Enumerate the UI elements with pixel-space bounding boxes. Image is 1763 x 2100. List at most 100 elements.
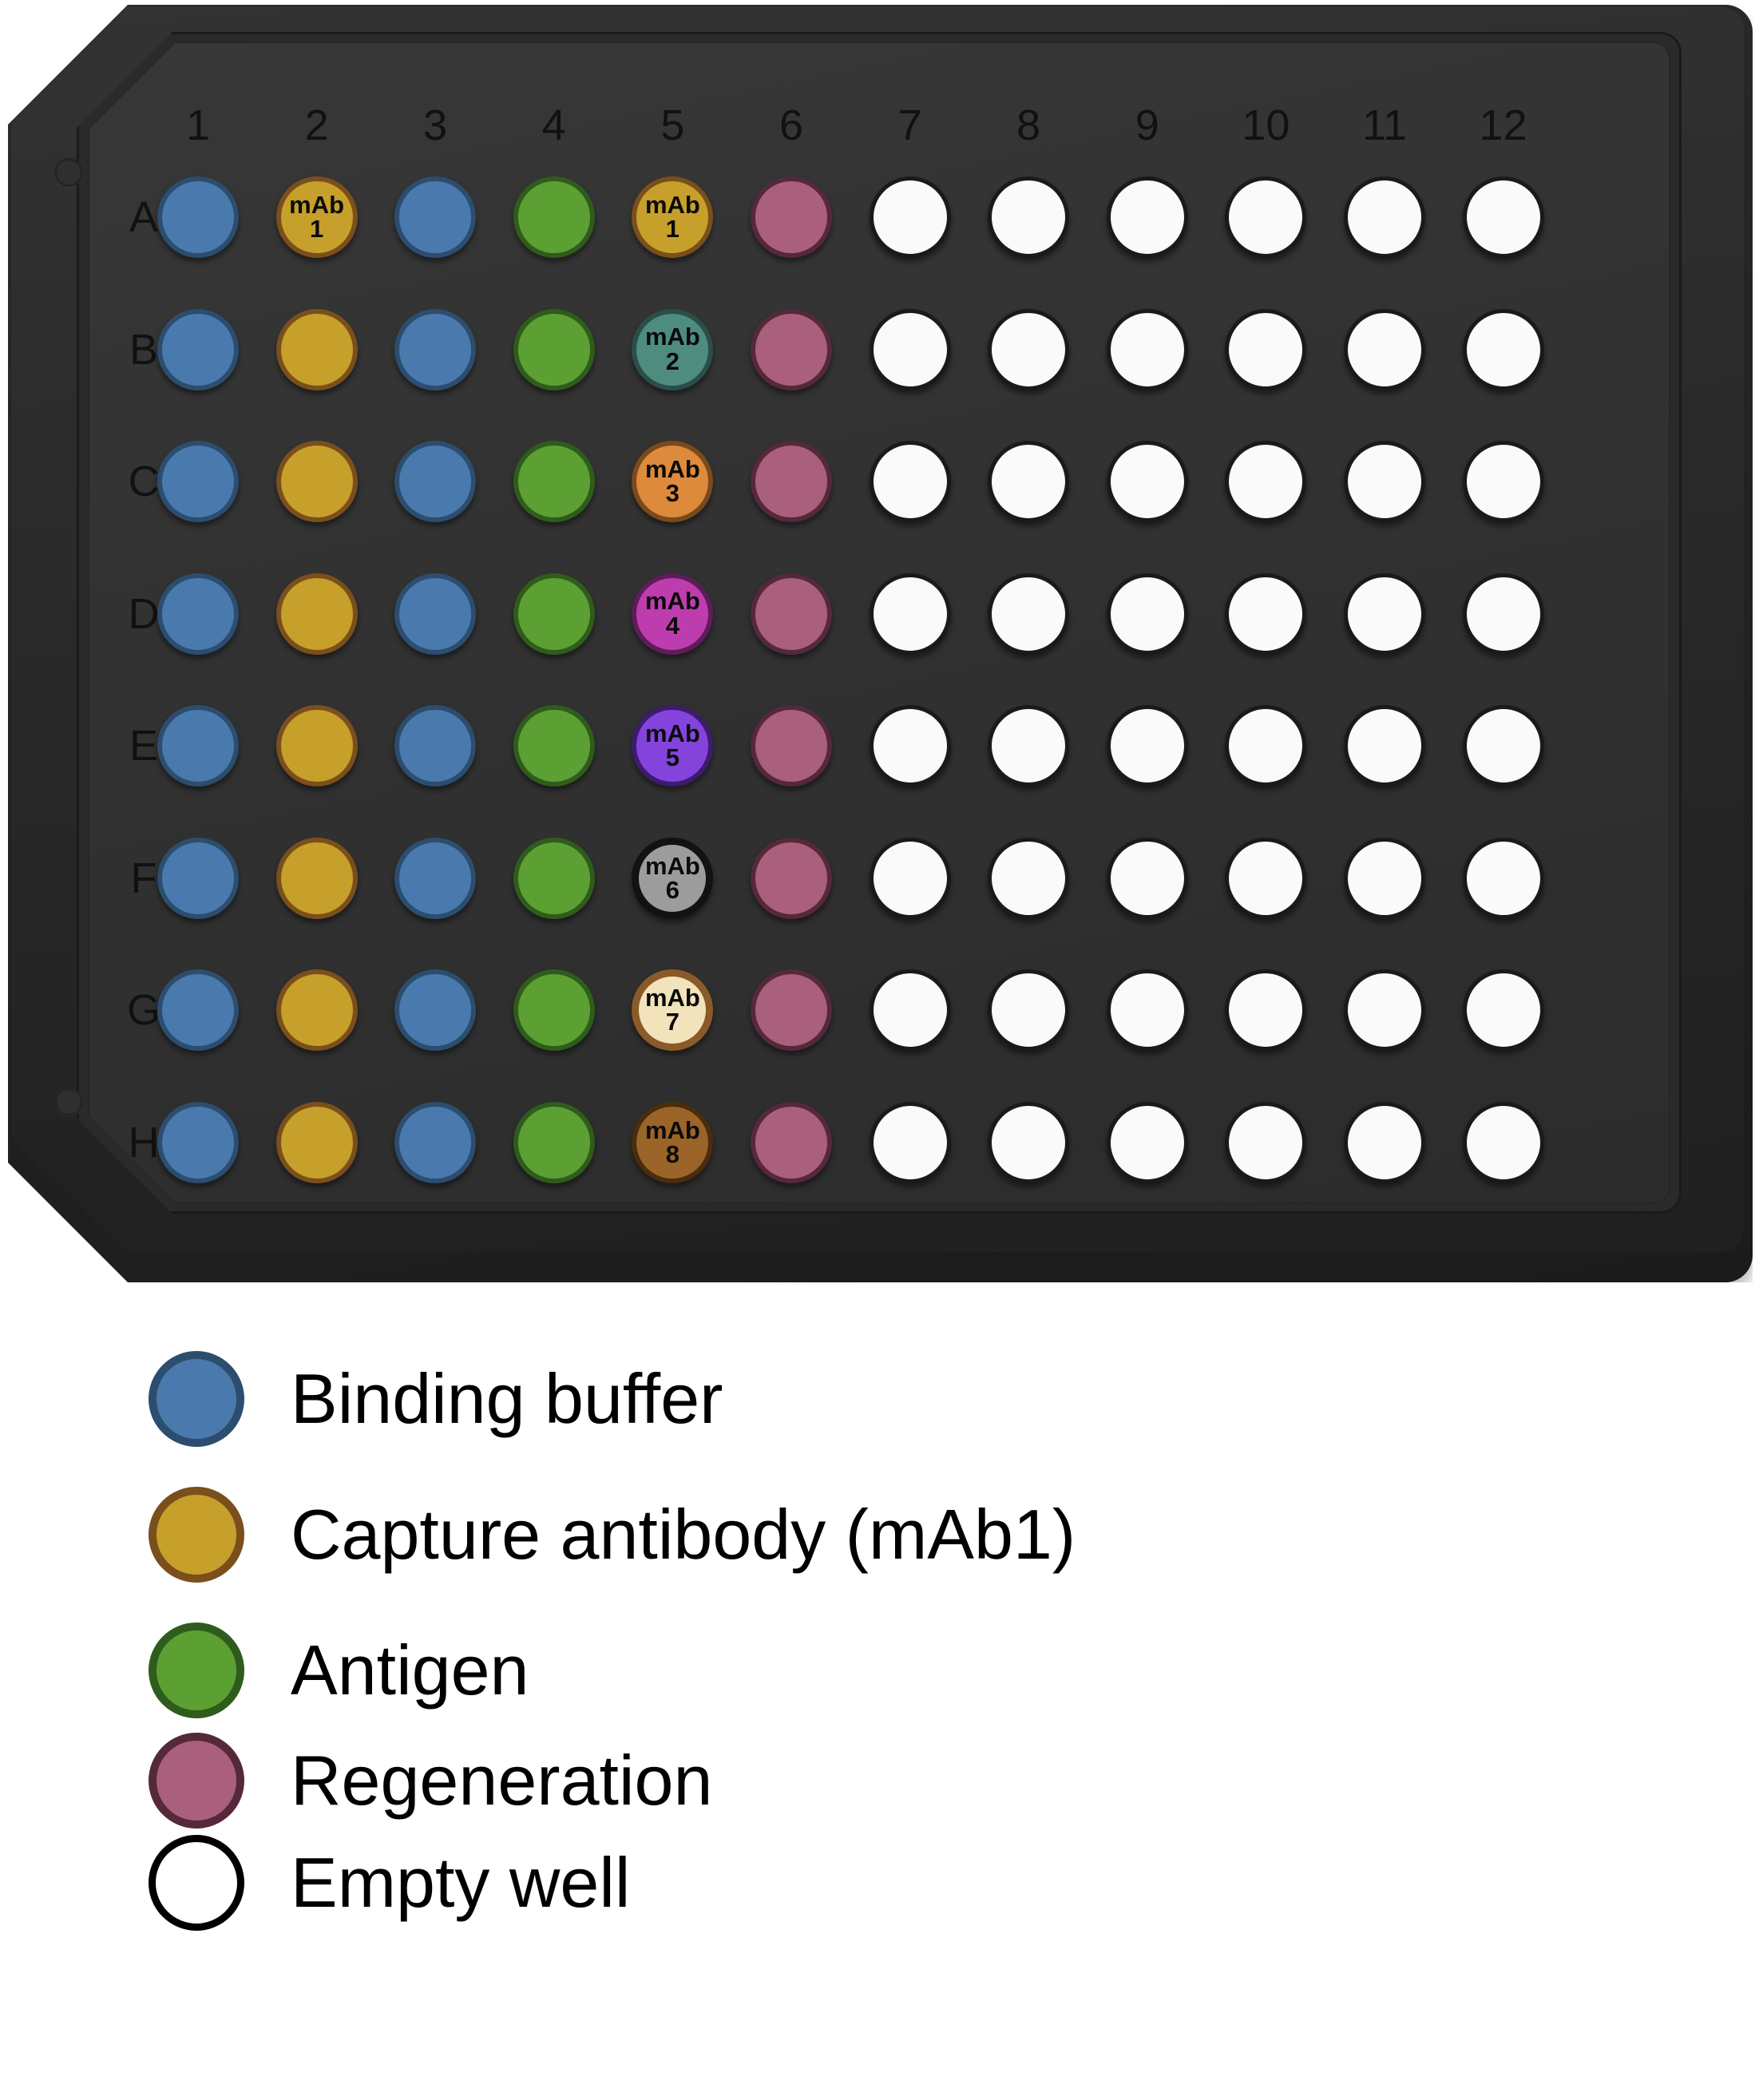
well-D7[interactable] [869, 573, 951, 655]
legend-item-binding_buffer: Binding buffer [149, 1351, 723, 1447]
well-F8[interactable] [988, 837, 1070, 919]
well-A7[interactable] [869, 176, 951, 258]
well-C12[interactable] [1462, 441, 1544, 523]
well-G8[interactable] [988, 969, 1070, 1052]
well-E4[interactable] [513, 705, 595, 787]
well-D6[interactable] [751, 573, 832, 655]
well-A8[interactable] [988, 176, 1070, 258]
well-B9[interactable] [1106, 308, 1188, 390]
well-H6[interactable] [751, 1102, 832, 1184]
well-label-top: mAb [644, 719, 700, 747]
well-D10[interactable] [1225, 573, 1307, 655]
well-B2[interactable] [275, 308, 358, 390]
well-F12[interactable] [1462, 837, 1544, 919]
well-B6[interactable] [751, 308, 832, 390]
well-F6[interactable] [751, 837, 832, 919]
well-D4[interactable] [513, 573, 595, 655]
well-E9[interactable] [1106, 705, 1188, 787]
well-F7[interactable] [869, 837, 951, 919]
well-G7[interactable] [869, 969, 951, 1052]
well-E6[interactable] [751, 705, 832, 787]
well-G4[interactable] [513, 969, 595, 1052]
well-H12[interactable] [1462, 1102, 1544, 1184]
well-B7[interactable] [869, 308, 951, 390]
well-C1[interactable] [157, 441, 239, 523]
well-E7[interactable] [869, 705, 951, 787]
well-F11[interactable] [1344, 837, 1425, 919]
well-H8[interactable] [988, 1102, 1070, 1184]
well-B8[interactable] [988, 308, 1070, 390]
well-H10[interactable] [1225, 1102, 1307, 1184]
well-A11[interactable] [1344, 176, 1425, 258]
row-header-H: H [128, 1119, 160, 1167]
well-D3[interactable] [394, 573, 477, 655]
well-G9[interactable] [1106, 969, 1188, 1052]
well-H3[interactable] [394, 1102, 477, 1184]
well-A6[interactable] [751, 176, 832, 258]
well-C10[interactable] [1225, 441, 1307, 523]
well-A12[interactable] [1462, 176, 1544, 258]
well-F2[interactable] [275, 837, 358, 919]
well-G12[interactable] [1462, 969, 1544, 1052]
well-C8[interactable] [988, 441, 1070, 523]
well-E3[interactable] [394, 705, 477, 787]
well-E10[interactable] [1225, 705, 1307, 787]
well-H1[interactable] [157, 1102, 239, 1184]
well-C4[interactable] [513, 441, 595, 523]
well-E8[interactable] [988, 705, 1070, 787]
well-E11[interactable] [1344, 705, 1425, 787]
well-G2[interactable] [275, 969, 358, 1052]
well-D11[interactable] [1344, 573, 1425, 655]
well-B3[interactable] [394, 308, 477, 390]
well-D9[interactable] [1106, 573, 1188, 655]
well-C3[interactable] [394, 441, 477, 523]
well-G10[interactable] [1225, 969, 1307, 1052]
well-C9[interactable] [1106, 441, 1188, 523]
well-A1[interactable] [157, 176, 239, 258]
well-H2[interactable] [275, 1102, 358, 1184]
well-H4[interactable] [513, 1102, 595, 1184]
well-A3[interactable] [394, 176, 477, 258]
well-H7[interactable] [869, 1102, 951, 1184]
well-C6[interactable] [751, 441, 832, 523]
well-A10[interactable] [1225, 176, 1307, 258]
well-E1[interactable] [157, 705, 239, 787]
well-G6[interactable] [751, 969, 832, 1052]
well-D1[interactable] [157, 573, 239, 655]
well-H11[interactable] [1344, 1102, 1425, 1184]
well-E2[interactable] [275, 705, 358, 787]
well-C11[interactable] [1344, 441, 1425, 523]
well-H9[interactable] [1106, 1102, 1188, 1184]
well-label-top: mAb [644, 587, 700, 616]
well-G3[interactable] [394, 969, 477, 1052]
well-B12[interactable] [1462, 308, 1544, 390]
well-E12[interactable] [1462, 705, 1544, 787]
well-F1[interactable] [157, 837, 239, 919]
well-B4[interactable] [513, 308, 595, 390]
well-A9[interactable] [1106, 176, 1188, 258]
well-G1[interactable] [157, 969, 239, 1052]
well-D12[interactable] [1462, 573, 1544, 655]
well-F9[interactable] [1106, 837, 1188, 919]
well-F4[interactable] [513, 837, 595, 919]
well-B11[interactable] [1344, 308, 1425, 390]
well-D8[interactable] [988, 573, 1070, 655]
well-C7[interactable] [869, 441, 951, 523]
well-B10[interactable] [1225, 308, 1307, 390]
well-C2[interactable] [275, 441, 358, 523]
well-A4[interactable] [513, 176, 595, 258]
well-F10[interactable] [1225, 837, 1307, 919]
well-G11[interactable] [1344, 969, 1425, 1052]
well-B1[interactable] [157, 308, 239, 390]
well-F3[interactable] [394, 837, 477, 919]
well-D2[interactable] [275, 573, 358, 655]
